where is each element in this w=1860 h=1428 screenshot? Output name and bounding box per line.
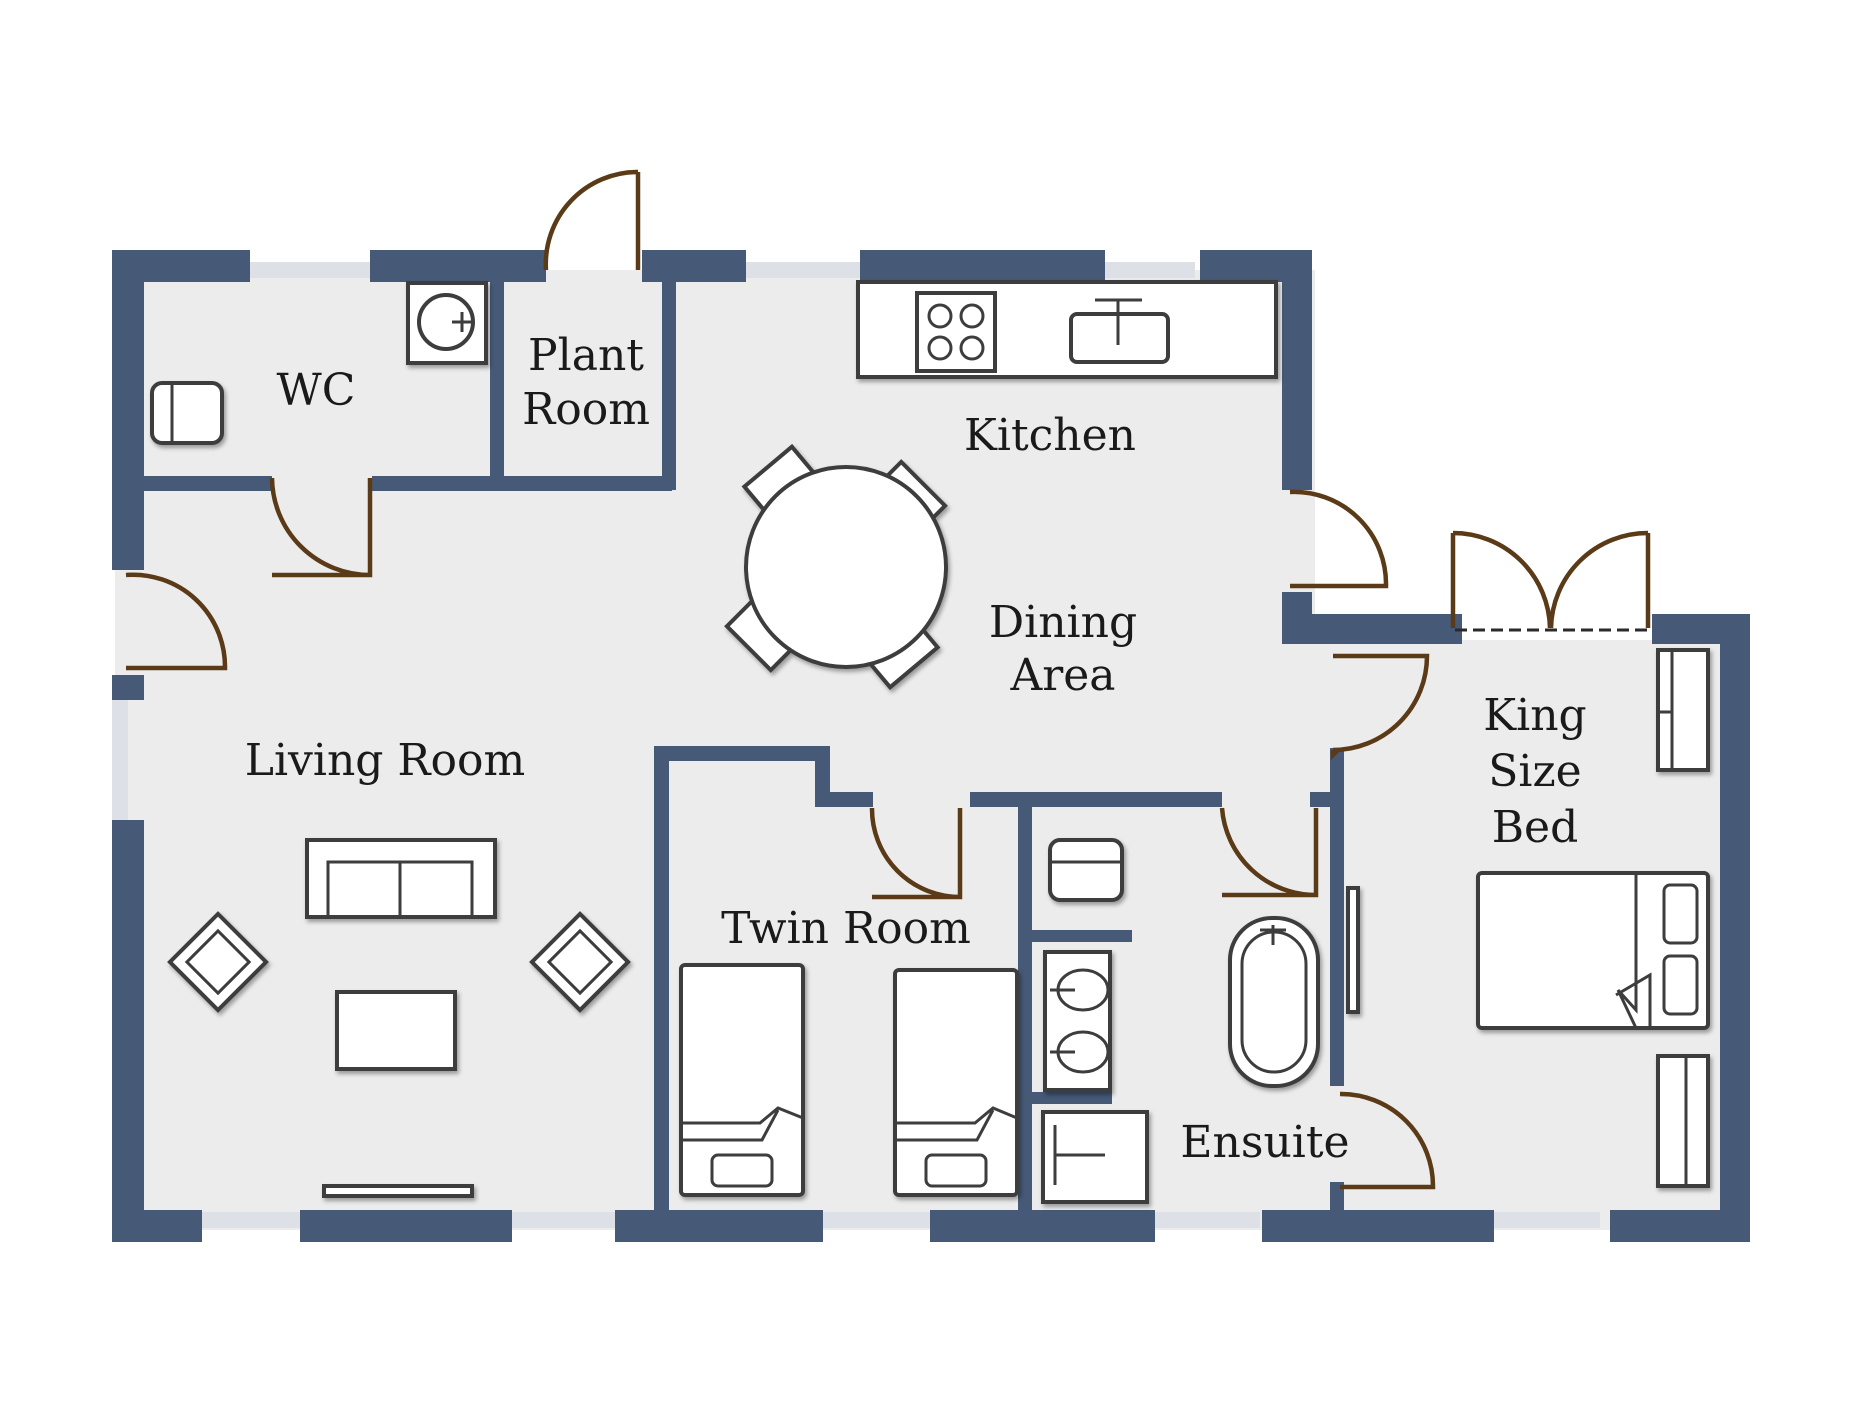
window — [112, 700, 128, 820]
room-label-dining-area-line2: Area — [1009, 650, 1115, 701]
hob-icon — [915, 291, 997, 373]
window — [1490, 1212, 1600, 1228]
window — [1100, 262, 1195, 278]
room-label-plant-room-line2: Room — [522, 384, 650, 435]
tv-unit — [322, 1184, 474, 1198]
room-label-dining-area-line1: Dining — [989, 597, 1137, 648]
wc-door — [269, 477, 373, 578]
walls — [112, 250, 1750, 1242]
window — [740, 262, 870, 278]
window — [1150, 1212, 1260, 1228]
armchair-icon — [167, 911, 269, 1013]
kitchen-side-door — [1289, 489, 1389, 589]
room-label-king-size-bed-line3: Bed — [1492, 802, 1579, 853]
room-label-wc: WC — [277, 365, 356, 416]
room-labels: WC Plant Room Kitchen Dining Area Living… — [245, 330, 1587, 1168]
window — [195, 1212, 305, 1228]
window — [510, 1212, 620, 1228]
wardrobe-icon — [1656, 648, 1710, 772]
room-label-plant-room-line1: Plant — [528, 330, 644, 381]
left-door — [125, 572, 228, 671]
french-door-right — [1548, 530, 1651, 629]
room-label-king-size-bed-line2: Size — [1488, 746, 1581, 797]
double-basin-icon — [1043, 950, 1112, 1092]
twin-room-door — [869, 807, 963, 900]
shower-icon — [1041, 1110, 1149, 1204]
window — [240, 262, 380, 278]
wardrobe-icon — [1656, 1054, 1710, 1188]
room-label-king-size-bed-line1: King — [1483, 690, 1586, 741]
room-label-ensuite: Ensuite — [1180, 1117, 1349, 1168]
room-label-living-room: Living Room — [245, 735, 526, 786]
dining-table — [744, 465, 948, 669]
sofa-icon — [305, 838, 497, 919]
armchair-icon — [529, 911, 631, 1013]
ensuite-lower-door — [1339, 1091, 1436, 1190]
french-door-left — [1450, 530, 1553, 629]
entrance-door — [543, 169, 641, 271]
towel-rail — [1346, 886, 1360, 1014]
single-bed-icon — [893, 968, 1019, 1197]
basin-icon — [406, 281, 488, 365]
kitchen-sink-icon — [1069, 298, 1170, 364]
toilet-icon — [150, 381, 224, 445]
windows — [112, 262, 1600, 1228]
single-bed-icon — [679, 963, 805, 1197]
king-bed-icon — [1476, 871, 1710, 1030]
window — [820, 1212, 930, 1228]
furniture — [150, 280, 1710, 1204]
ensuite-door — [1219, 807, 1319, 898]
toilet-icon — [1048, 838, 1124, 902]
room-label-kitchen: Kitchen — [964, 410, 1136, 461]
bath-icon — [1228, 916, 1320, 1088]
room-label-twin-room: Twin Room — [721, 903, 971, 954]
king-room-door — [1330, 653, 1430, 761]
coffee-table — [335, 990, 457, 1071]
doors — [125, 169, 1651, 1190]
